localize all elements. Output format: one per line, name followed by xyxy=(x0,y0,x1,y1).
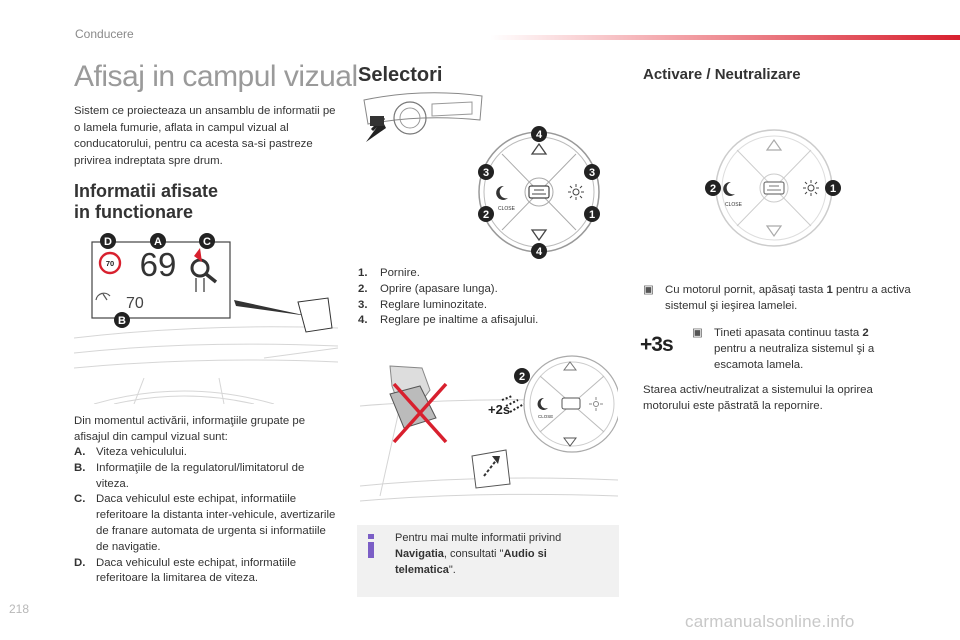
state-note: Starea activ/neutralizat a sistemului la… xyxy=(643,384,873,412)
selectors-heading: Selectori xyxy=(358,64,443,86)
list-item: 1.Pornire. xyxy=(358,267,420,279)
deactivation-figure: CLOSE 2 +2s xyxy=(360,355,618,502)
list-item: C.Daca vehiculul este echipat, informati… xyxy=(74,493,336,553)
badge-d: D xyxy=(100,233,116,249)
activation-control-figure: CLOSE 2 1 xyxy=(705,129,841,247)
activation-heading: Activare / Neutralizare xyxy=(643,66,801,83)
hold-timer-3s-icon: +3s xyxy=(640,333,674,356)
svg-text:2: 2 xyxy=(483,209,489,221)
press-arrow-icon xyxy=(501,395,525,413)
header-rule xyxy=(490,35,960,40)
forbidden-cross-icon xyxy=(392,382,448,444)
svg-text:D: D xyxy=(104,236,112,248)
list-item: 2.Oprire (apasare lunga). xyxy=(358,282,498,295)
selector-control-figure: CLOSE 4 3 3 2 1 4 xyxy=(478,126,600,259)
info-list: A.Viteza vehiculului. B.Informaţiile de … xyxy=(74,445,338,587)
dashboard-lines xyxy=(74,326,338,404)
list-item: 4.Reglare pe inaltime a afisajului. xyxy=(358,314,539,327)
svg-text:C: C xyxy=(203,236,211,248)
list-item: B.Informaţiile de la regulatorul/limitat… xyxy=(74,461,305,490)
badge-a: A xyxy=(150,233,166,249)
arrow-up-icon xyxy=(765,138,783,151)
hold-timer-2s: +2s xyxy=(488,402,510,417)
arrow-down-icon xyxy=(530,229,548,242)
page-number: 218 xyxy=(9,602,30,616)
svg-text:1: 1 xyxy=(830,183,836,195)
info-box xyxy=(357,525,619,597)
selectors-list: 1.Pornire. 2.Oprire (apasare lunga). 3.R… xyxy=(358,266,618,329)
badge-2: 2 xyxy=(514,368,530,384)
badge-1: 1 xyxy=(584,206,600,222)
svg-text:2: 2 xyxy=(519,371,525,383)
speed-limit-value: 70 xyxy=(106,259,114,268)
moon-icon xyxy=(723,181,735,196)
hud-lamella xyxy=(297,297,333,333)
windshield-icon xyxy=(528,185,550,199)
sun-icon xyxy=(568,184,584,200)
badge-b: B xyxy=(114,312,130,328)
hud-figure: 70 69 70 D A C B xyxy=(74,233,338,404)
list-item: D.Daca vehiculul este echipat, informati… xyxy=(74,556,297,585)
info-icon xyxy=(368,534,374,558)
svg-text:4: 4 xyxy=(536,129,543,141)
cruise-speed-value: 70 xyxy=(126,295,144,312)
bullet-icon: ▣ xyxy=(643,284,654,296)
badge-3-right: 3 xyxy=(584,164,600,180)
svg-text:3: 3 xyxy=(589,167,595,179)
svg-text:3: 3 xyxy=(483,167,489,179)
moon-icon xyxy=(496,185,508,200)
svg-text:CLOSE: CLOSE xyxy=(538,414,553,419)
retract-arrow-icon xyxy=(483,457,499,477)
sun-icon xyxy=(803,180,819,196)
info-heading-line1: Informatii afisate xyxy=(74,181,219,201)
speed-limit-sign-icon xyxy=(98,251,122,275)
list-item: 3.Reglare luminozitate. xyxy=(358,298,487,311)
vehicle-speed: 69 xyxy=(140,246,177,283)
info-text: Pentru mai multe informatii privind Navi… xyxy=(395,532,562,576)
activation-step-1: ▣ Cu motorul pornit, apăsaţi tasta 1 pen… xyxy=(643,284,911,312)
svg-text:4: 4 xyxy=(536,246,543,258)
arrow-down-icon xyxy=(765,225,783,238)
badge-2: 2 xyxy=(478,206,494,222)
dashboard-mini-figure xyxy=(363,92,483,142)
svg-text:1: 1 xyxy=(589,209,595,221)
projection-pointer xyxy=(234,300,308,316)
close-label: CLOSE xyxy=(498,206,516,212)
section-label: Conducere xyxy=(75,27,134,41)
badge-c: C xyxy=(199,233,215,249)
svg-text:A: A xyxy=(154,236,162,248)
badge-4-top: 4 xyxy=(531,126,547,142)
svg-text:2: 2 xyxy=(710,183,716,195)
watermark: carmanualsonline.info xyxy=(685,612,855,631)
badge-1: 1 xyxy=(825,180,841,196)
page-title: Afisaj in campul vizual xyxy=(74,60,358,93)
info-heading: Informatii afisate in functionare xyxy=(74,181,218,223)
intro-paragraph: Sistem ce proiecteaza un ansamblu de inf… xyxy=(74,105,336,167)
info-link-audio: Audio si telematica xyxy=(395,548,547,576)
svg-text:B: B xyxy=(118,315,126,327)
list-item: A.Viteza vehiculului. xyxy=(74,446,187,458)
arrow-up-icon xyxy=(530,142,548,155)
activation-step-2: ▣ Tineti apasata continuu tasta 2 pentru… xyxy=(692,327,875,371)
info-link-navigation: Navigatia xyxy=(395,548,444,560)
close-label: CLOSE xyxy=(725,202,743,208)
windshield-icon xyxy=(763,181,785,195)
bullet-icon: ▣ xyxy=(692,327,703,339)
badge-2: 2 xyxy=(705,180,721,196)
navigation-icon xyxy=(190,248,218,292)
info-heading-line2: in functionare xyxy=(74,202,194,222)
cruise-control-icon xyxy=(95,292,111,301)
badge-3-left: 3 xyxy=(478,164,494,180)
badge-4-bottom: 4 xyxy=(531,243,547,259)
list-intro: Din momentul activării, informaţiile gru… xyxy=(74,415,306,443)
